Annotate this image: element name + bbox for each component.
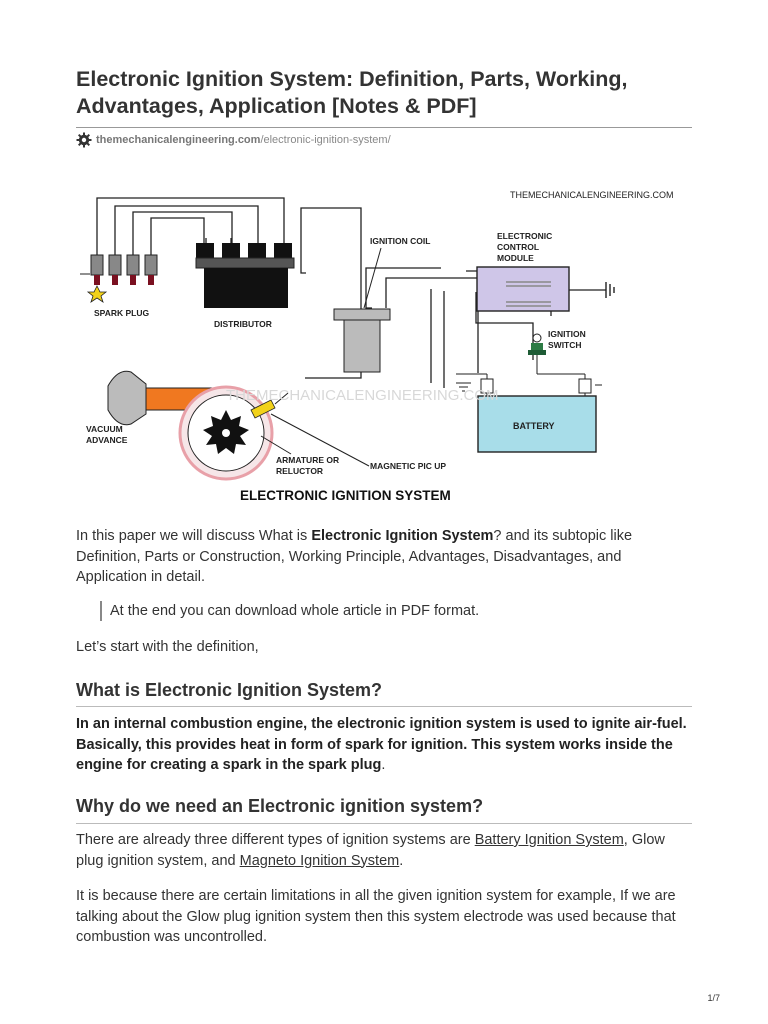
why-paragraph: There are already three different types … [76,830,692,871]
source-domain[interactable]: themechanicalengineering.com [96,134,261,146]
heading-why-need: Why do we need an Electronic ignition sy… [76,796,484,816]
heading-what-is: What is Electronic Ignition System? [76,680,383,700]
why-text: There are already three different types … [76,832,475,848]
limitations-paragraph: It is because there are certain limitati… [76,888,676,945]
magneto-ignition-link[interactable]: Magneto Ignition System [239,852,400,869]
start-paragraph: Let’s start with the definition, [76,639,259,655]
why-text-mid: , Glow plug ignition system, and [76,832,665,869]
battery-ignition-link[interactable]: Battery Ignition System [474,832,624,848]
definition-end: . [381,757,386,773]
label-switch-1: IGNITION [548,329,586,339]
label-ignition-coil: IGNITION COIL [370,236,430,246]
label-battery: BATTERY [513,421,555,431]
vacuum-advance [107,370,217,426]
diagram-caption: ELECTRONIC IGNITION SYSTEM [240,488,451,503]
ignition-coil [333,247,391,373]
label-switch-2: SWITCH [548,340,582,350]
pdf-note-quote: At the end you can download whole articl… [100,601,479,621]
heading-divider [76,823,692,824]
source-line: themechanicalengineering.com /electronic… [76,131,391,149]
diagram-watermark-center: THEMECHANICALENGINEERING.COM [226,387,499,404]
diagram-watermark-top: THEMECHANICALENGINEERING.COM [510,190,674,200]
title-divider [76,127,692,128]
ignition-system-diagram: THEMECHANICALENGINEERING.COM [76,178,692,508]
definition-bold: In an internal combustion engine, the el… [76,716,687,773]
label-armature-2: RELUCTOR [276,466,323,476]
spark-plugs [80,254,158,303]
label-ecm-2: CONTROL [497,242,539,252]
definition-paragraph: In an internal combustion engine, the el… [76,714,692,776]
label-armature-1: ARMATURE OR [276,455,339,465]
label-magnetic-pickup: MAGNETIC PIC UP [370,461,446,471]
label-ecm-1: ELECTRONIC [497,231,552,241]
intro-text: In this paper we will discuss What is [76,528,312,544]
label-spark-plug: SPARK PLUG [94,308,149,318]
electronic-control-module [476,266,615,312]
label-vacuum-1: VACUUM [86,424,123,434]
battery [456,355,602,453]
reluctor-assembly [178,385,289,481]
page-number: 1/7 [707,993,720,1003]
label-vacuum-2: ADVANCE [86,435,128,445]
distributor [195,243,295,308]
intro-text-end: ? and its subtopic like Definition, Part… [76,528,633,585]
intro-paragraph: In this paper we will discuss What is El… [76,526,692,588]
intro-bold: Electronic Ignition System [311,528,494,544]
page-title: Electronic Ignition System: Definition, … [76,67,628,118]
label-distributor: DISTRIBUTOR [214,319,272,329]
source-path[interactable]: /electronic-ignition-system/ [260,134,391,146]
gear-icon [76,132,92,148]
heading-divider [76,706,692,707]
ignition-switch [528,333,546,355]
why-text-end: . [399,852,404,869]
label-ecm-3: MODULE [497,253,534,263]
